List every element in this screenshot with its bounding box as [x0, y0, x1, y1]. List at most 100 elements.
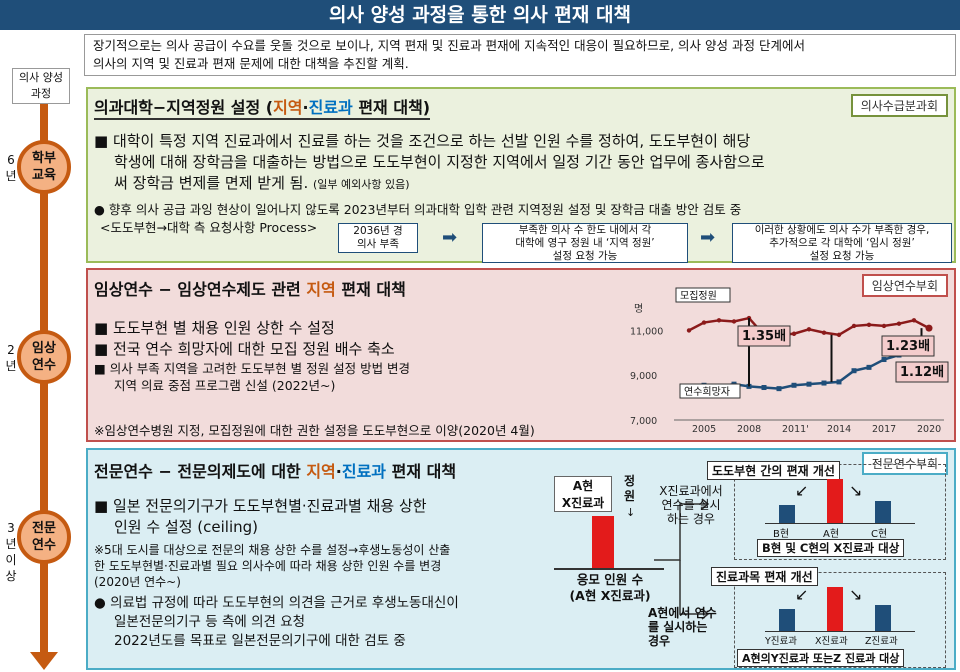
bar-a [827, 479, 843, 523]
page-title: 의사 양성 과정을 통한 의사 편재 대책 [0, 0, 960, 30]
ratio-label: 1.12배 [900, 364, 944, 380]
data-point [791, 331, 797, 336]
panel-tag: 의사수급분과회 [850, 94, 948, 117]
diagram-caption: 응모 인원 수 (A현 X진료과) [569, 572, 651, 603]
improve-box-dept: 진료과목 편재 개선 Y진료과 X진료과 Z진료과 ↙ ↘ A현의Y진료과 또는… [711, 567, 946, 668]
ratio-label: 1.35배 [742, 328, 786, 344]
baseline [765, 523, 915, 524]
ratio-box [895, 361, 949, 383]
data-point [716, 318, 722, 323]
bar-label: A현 [823, 529, 840, 540]
legend-label: 모집정원 [680, 290, 717, 302]
bar-label: C현 [871, 529, 888, 540]
data-point [896, 321, 902, 326]
data-point [866, 364, 872, 370]
box-title: 도도부현 간의 편재 개선 [707, 461, 840, 480]
ratio-box [737, 325, 791, 347]
process-label: <도도부현→대학 측 요청사항 Process> [100, 220, 318, 235]
note-text: ※임상연수병원 지정, 모집정원에 대한 권한 설정을 도도부현으로 이양(20… [94, 423, 535, 438]
data-point [836, 379, 842, 385]
data-point [806, 327, 812, 332]
bullet-list: ■ 도도부현 별 채용 인원 상한 수 설정 ■ 전국 연수 희망자에 대한 모… [94, 319, 411, 393]
arrow-down-icon: ↓ [626, 506, 636, 519]
bullet-text: ■ 일본 전문의기구가 도도부현별·진료과별 채용 상한 인원 수 설정 (ce… [94, 497, 427, 536]
bar-b [779, 505, 795, 523]
diagram-label: A현 X진료과 [554, 476, 612, 512]
box-footer: B현 및 C현의 X진료과 대상 [757, 539, 905, 557]
data-point [821, 380, 827, 386]
stage-years: 3 년 이 상 [5, 521, 17, 583]
baseline [765, 631, 915, 632]
data-point [761, 385, 767, 391]
bar-z [875, 605, 891, 631]
arrow-right-icon: ➡ [442, 227, 458, 248]
bullet-text: ■ 대학이 특정 지역 진료과에서 진료를 하는 것을 조건으로 하는 선발 인… [94, 132, 765, 192]
timeline-label: 의사 양성 과정 [12, 68, 70, 104]
baseline [554, 568, 664, 570]
x-tick-label: 2008 [737, 424, 761, 435]
data-point [925, 324, 933, 332]
y-tick-label: 7,000 [630, 416, 657, 427]
panel-tag: 임상연수부회 [861, 274, 948, 297]
quota-bar [592, 516, 614, 568]
data-point [866, 322, 872, 327]
legend-box [679, 383, 741, 399]
box-footer: A현의Y진료과 또는Z 진료과 대상 [737, 649, 905, 667]
data-point [776, 386, 782, 392]
box-title: 진료과목 편재 개선 [711, 567, 818, 586]
ratio-box [881, 335, 935, 357]
data-point [821, 330, 827, 335]
bullet-text: ● 향후 의사 공급 과잉 현상이 일어나지 않도록 2023년부터 의과대학 … [94, 202, 742, 217]
panel-clinical-training: 임상연수 − 임상연수제도 관련 지역 편재 대책 임상연수부회 ■ 도도부현 … [86, 268, 956, 442]
stage-specialist: 전문 연수 [17, 510, 71, 564]
diagram-caption: 정 원 [624, 474, 636, 503]
panel-title: 전문연수 − 전문의제도에 대한 지역·진료과 편재 대책 [94, 462, 457, 481]
panel-title: 임상연수 − 임상연수제도 관련 지역 편재 대책 [94, 280, 406, 299]
flow-step: 이러한 상황에도 의사 수가 부족한 경우, 추가적으로 각 대학에 ‘임시 정… [732, 223, 952, 263]
data-point [701, 320, 707, 325]
flow-step: 2036년 경 의사 부족 [338, 223, 418, 253]
timeline-arrow-icon [30, 652, 58, 670]
x-tick-label: 2014 [827, 424, 851, 435]
stage-years: 6 년 [5, 153, 17, 183]
stage-years: 2 년 [5, 343, 17, 373]
data-point [881, 323, 887, 329]
x-tick-label: 2005 [692, 424, 716, 435]
ratio-label: 1.23배 [886, 338, 930, 354]
panel-title: 의과대학−지역정원 설정 (지역·진료과 편재 대책) [94, 94, 431, 120]
data-point [851, 368, 857, 374]
data-point [836, 332, 842, 338]
panel-specialist-training: 전문연수 − 전문의제도에 대한 지역·진료과 편재 대책 전문연수부회 ■ 일… [86, 448, 956, 670]
arrow-right-icon: ↘ [849, 481, 863, 500]
x-tick-label: 2017 [872, 424, 896, 435]
arrow-right-icon: ➡ [700, 227, 716, 248]
bar-y [779, 609, 795, 631]
branch-arrows [654, 498, 710, 620]
legend-label: 연수희망자 [684, 386, 730, 398]
x-tick-label: 2020 [917, 424, 941, 435]
branch-text: A현에서 연수 를 실시하는 경우 [648, 606, 717, 648]
data-point [911, 318, 917, 323]
improve-box-region: 도도부현 간의 편재 개선 B현 A현 C현 ↙ ↘ B현 및 C현의 X진료과… [707, 461, 946, 560]
bar-label: X진료과 [815, 636, 848, 647]
data-point [791, 382, 797, 388]
branch-text: X진료과에서 연수를 실시 하는 경우 [659, 484, 723, 526]
bar-label: Z진료과 [865, 636, 898, 647]
y-axis-label: 명 [634, 303, 643, 315]
x-tick-label: 2011' [782, 424, 809, 435]
stage-undergrad: 학부 교육 [17, 140, 71, 194]
bar-label: Y진료과 [765, 636, 798, 647]
arrow-right-icon: ↘ [849, 585, 863, 604]
flow-step: 부족한 의사 수 한도 내에서 각 대학에 영구 정원 내 ‘지역 정원’ 설정… [482, 223, 688, 263]
data-point [806, 381, 812, 387]
legend-box [675, 287, 731, 303]
panel-medical-school: 의과대학−지역정원 설정 (지역·진료과 편재 대책) 의사수급분과회 ■ 대학… [86, 87, 956, 263]
bar-label: B현 [773, 529, 790, 540]
bar-x [827, 587, 843, 631]
data-point [881, 357, 887, 363]
y-tick-label: 9,000 [630, 371, 657, 382]
arrow-left-icon: ↙ [795, 481, 809, 500]
series-line [688, 316, 930, 337]
